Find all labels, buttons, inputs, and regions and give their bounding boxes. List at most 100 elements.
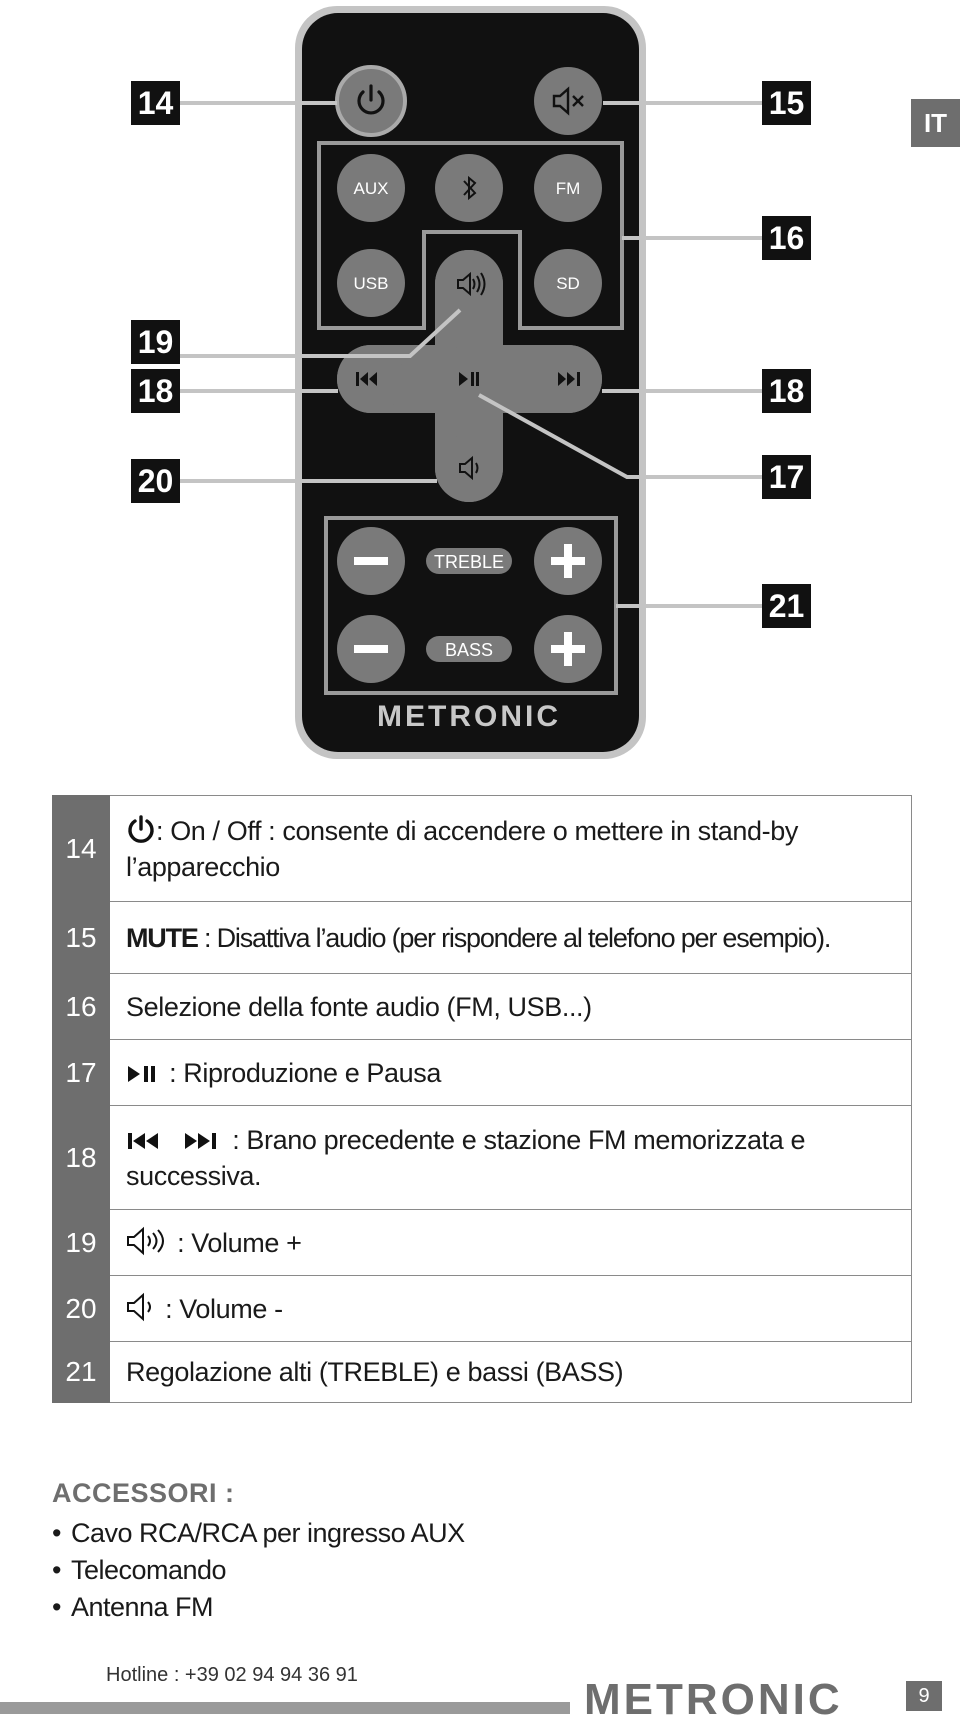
table-row: 18 : Brano precedente e stazione FM memo… [52, 1105, 912, 1210]
row-text: : Volume - [158, 1293, 283, 1324]
previous-icon [356, 372, 377, 386]
treble-plus-button[interactable] [534, 527, 602, 595]
usb-button[interactable]: USB [337, 249, 405, 317]
volume-down-icon [127, 1292, 151, 1321]
row-text: : On / Off : consente di accendere o met… [126, 815, 798, 882]
row-number: 20 [52, 1275, 110, 1342]
row-description: : Volume + [109, 1209, 912, 1276]
language-tab: IT [911, 99, 960, 147]
callout-19: 19 [131, 320, 180, 364]
table-row: 21 Regolazione alti (TREBLE) e bassi (BA… [52, 1341, 912, 1403]
source-group-outline [317, 141, 624, 330]
previous-icon [128, 1132, 158, 1149]
page-number: 9 [906, 1681, 942, 1711]
volume-up-button[interactable] [435, 250, 503, 318]
play-pause-button[interactable] [435, 345, 503, 413]
svg-text:15: 15 [769, 85, 805, 121]
volume-down-icon [459, 455, 479, 481]
list-item: Antenna FM [52, 1589, 465, 1626]
power-button[interactable] [335, 65, 407, 137]
bass-label: BASS [426, 636, 512, 662]
power-icon [128, 814, 154, 843]
row-number: 17 [52, 1039, 110, 1106]
leader-lines [180, 101, 762, 608]
row-text: Selezione della fonte audio (FM, USB...) [126, 991, 592, 1022]
remote-control-figure: AUX FM USB SD [131, 6, 811, 759]
row-description: Regolazione alti (TREBLE) e bassi (BASS) [109, 1341, 912, 1403]
accessories-title: ACCESSORI : [52, 1478, 235, 1508]
svg-text:17: 17 [769, 459, 805, 495]
table-row: 14 : On / Off : consente di accendere o … [52, 795, 912, 902]
volume-down-button[interactable] [435, 434, 503, 502]
footer-brand-logo: METRONIC [584, 1676, 843, 1720]
features-table: 14 : On / Off : consente di accendere o … [52, 795, 912, 1403]
hotline-text: Hotline : +39 02 94 94 36 91 [106, 1664, 358, 1686]
table-row: 19 : Volume + [52, 1209, 912, 1276]
minus-icon [354, 645, 388, 653]
minus-icon [354, 557, 388, 565]
aux-button-label: AUX [354, 179, 389, 198]
treble-minus-button[interactable] [337, 527, 405, 595]
row-description: : Volume - [109, 1275, 912, 1342]
svg-text:21: 21 [769, 588, 805, 624]
previous-button[interactable] [337, 345, 405, 413]
treble-label: TREBLE [426, 548, 512, 574]
aux-button[interactable]: AUX [337, 154, 405, 222]
callout-21: 21 [762, 584, 811, 628]
svg-text:18: 18 [769, 373, 805, 409]
play-pause-icon [459, 372, 479, 386]
accessories-section: ACCESSORI : Cavo RCA/RCA per ingresso AU… [52, 1478, 465, 1626]
table-row: 20 : Volume - [52, 1275, 912, 1342]
plus-icon [551, 632, 585, 666]
bluetooth-icon [463, 175, 477, 201]
footer-bar [0, 1702, 570, 1714]
bass-minus-button[interactable] [337, 615, 405, 683]
mute-button[interactable] [534, 67, 602, 135]
callout-17: 17 [762, 455, 811, 499]
row-description: Selezione della fonte audio (FM, USB...) [109, 973, 912, 1040]
table-row: 15 MUTE : Disattiva l’audio (per rispond… [52, 901, 912, 974]
callout-14: 14 [131, 81, 180, 125]
fm-button[interactable]: FM [534, 154, 602, 222]
row-number: 21 [52, 1341, 110, 1403]
next-icon [185, 1132, 217, 1149]
row-description: MUTE : Disattiva l’audio (per rispondere… [109, 901, 912, 974]
volume-up-icon [127, 1226, 164, 1255]
mute-icon [552, 86, 584, 116]
row-description: : Riproduzione e Pausa [109, 1039, 912, 1106]
accessories-list: Cavo RCA/RCA per ingresso AUX Telecomand… [52, 1515, 465, 1626]
bluetooth-button[interactable] [435, 154, 503, 222]
row-number: 14 [52, 795, 110, 902]
callout-18-left: 18 [131, 369, 180, 413]
remote-brand-logo: METRONIC [377, 700, 561, 733]
list-item: Telecomando [52, 1552, 465, 1589]
power-icon [357, 84, 385, 115]
row-number: 15 [52, 901, 110, 974]
svg-text:14: 14 [138, 85, 174, 121]
row-text: : Volume + [170, 1227, 302, 1258]
sd-button[interactable]: SD [534, 249, 602, 317]
list-item: Cavo RCA/RCA per ingresso AUX [52, 1515, 465, 1552]
play-pause-icon [128, 1065, 155, 1082]
next-button[interactable] [534, 345, 602, 413]
row-text: : Riproduzione e Pausa [162, 1057, 441, 1088]
sd-button-label: SD [556, 274, 580, 293]
row-number: 18 [52, 1105, 110, 1210]
row-description: : Brano precedente e stazione FM memoriz… [109, 1105, 912, 1210]
bass-plus-button[interactable] [534, 615, 602, 683]
svg-text:18: 18 [138, 373, 174, 409]
svg-text:19: 19 [138, 324, 174, 360]
svg-text:20: 20 [138, 463, 174, 499]
svg-text:16: 16 [769, 220, 805, 256]
row-number: 16 [52, 973, 110, 1040]
mute-label: MUTE [126, 922, 199, 953]
footer-brand-text: METRONIC [584, 1676, 843, 1720]
table-row: 16 Selezione della fonte audio (FM, USB.… [52, 973, 912, 1040]
volume-up-icon [457, 271, 486, 297]
next-icon [558, 372, 580, 386]
row-text: : Brano precedente e stazione FM memoriz… [126, 1124, 806, 1191]
usb-button-label: USB [354, 274, 389, 293]
callout-18-right: 18 [762, 369, 811, 413]
fm-button-label: FM [556, 179, 581, 198]
callout-15: 15 [762, 81, 811, 125]
